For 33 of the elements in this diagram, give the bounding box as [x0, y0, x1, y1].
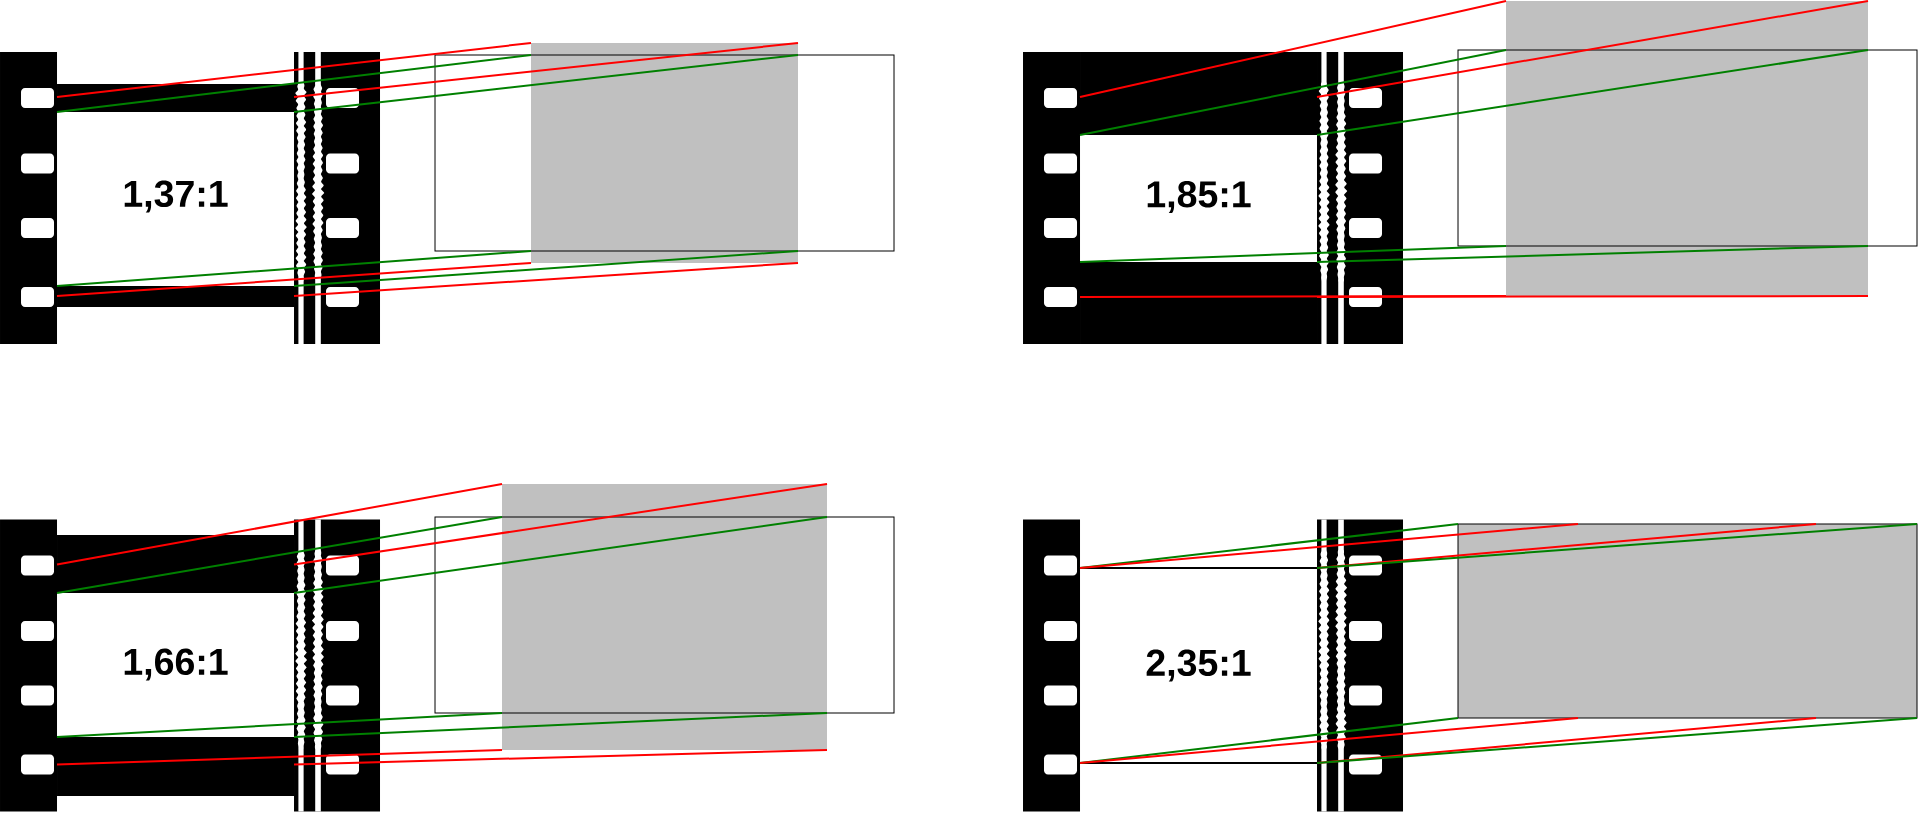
projection-line: [56, 749, 503, 766]
projection-line: [1316, 523, 1918, 569]
projection-line: [1079, 49, 1507, 136]
projection-line: [293, 516, 828, 594]
film-frame: 1,85:1: [1080, 97, 1317, 297]
projection-line: [56, 42, 532, 98]
film-frame: 1,37:1: [57, 97, 294, 296]
projection-line: [56, 516, 503, 594]
projection-line: [293, 483, 828, 566]
projection-line: [56, 250, 532, 287]
projection-line: [1316, 295, 1869, 298]
projection-line: [293, 42, 799, 98]
projection-line: [293, 250, 799, 287]
projection-screen: [434, 484, 895, 750]
projection-line: [56, 712, 503, 738]
projection-line: [1079, 295, 1507, 298]
projection-line: [1316, 49, 1869, 136]
projection-line: [56, 262, 532, 297]
projection-line: [1316, 245, 1869, 263]
projection-line: [293, 262, 799, 297]
projection-line: [1316, 717, 1918, 764]
projection-screen: [434, 43, 895, 263]
projection-line: [293, 712, 828, 738]
projection-line: [1079, 245, 1507, 263]
projection-line: [1316, 0, 1869, 98]
projection-line: [293, 749, 828, 766]
film-frame: 1,66:1: [57, 564, 294, 765]
projection-screen: [1457, 523, 1918, 719]
projection-line: [1079, 0, 1507, 98]
projection-line: [56, 54, 532, 113]
projection-line: [56, 483, 503, 566]
projection-line: [293, 54, 799, 113]
projection-screen: [1457, 1, 1918, 296]
